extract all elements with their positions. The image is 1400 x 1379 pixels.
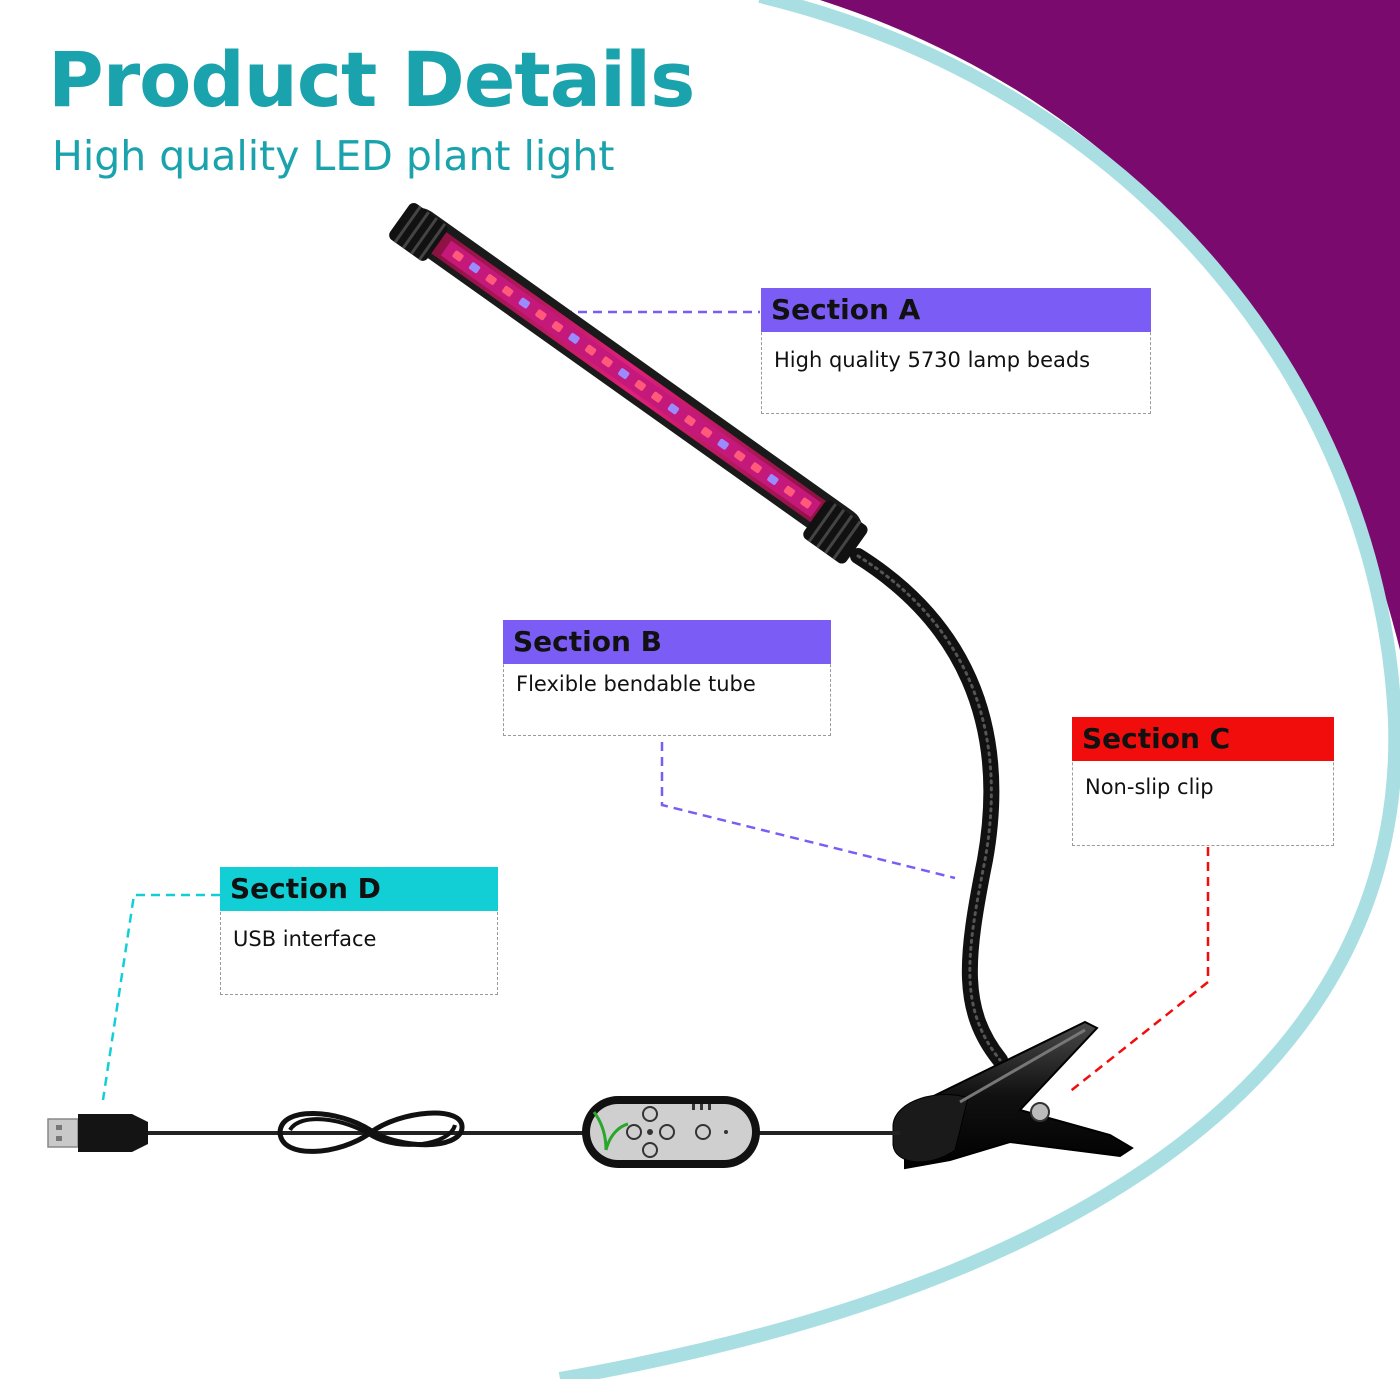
callout-section-b-title: Section B [503, 620, 831, 664]
led-bar-icon [389, 203, 868, 564]
led-bead [750, 462, 762, 474]
led-bead [634, 380, 646, 391]
led-bead [667, 403, 680, 415]
remote-controller-icon [582, 1096, 760, 1168]
callout-section-c: Section C Non-slip clip [1072, 717, 1334, 846]
led-bead [734, 450, 746, 462]
led-bead [684, 415, 696, 427]
led-bead [700, 427, 713, 438]
led-bead [551, 321, 564, 332]
led-bead [535, 309, 547, 321]
led-bead [502, 285, 514, 297]
led-bead [452, 250, 464, 262]
led-bead [651, 391, 663, 403]
led-bead [518, 297, 530, 309]
led-bead [468, 262, 481, 274]
led-bead [618, 368, 630, 379]
callout-section-a-title: Section A [761, 288, 1151, 332]
led-bead [717, 438, 729, 450]
gooseneck-tube-icon [850, 548, 1008, 1068]
callout-section-d-title: Section D [220, 867, 498, 911]
led-bead [485, 274, 497, 285]
teal-arc [558, 0, 1400, 1379]
clip-icon [892, 1020, 1134, 1170]
page-subtitle: High quality LED plant light [52, 132, 615, 180]
callout-section-a: Section A High quality 5730 lamp beads [761, 288, 1151, 414]
led-bead [601, 356, 613, 368]
callout-section-c-title: Section C [1072, 717, 1334, 761]
purple-band [820, 0, 1400, 650]
led-bead [800, 497, 812, 509]
leader-line-c [1067, 847, 1210, 1094]
callout-section-b-description: Flexible bendable tube [516, 672, 756, 696]
callout-section-c-description: Non-slip clip [1085, 775, 1214, 799]
led-bead [568, 332, 580, 344]
usb-cable [148, 1110, 900, 1154]
callout-section-b: Section B Flexible bendable tube [503, 620, 831, 736]
callout-section-d: Section D USB interface [220, 867, 498, 995]
led-bead [767, 474, 779, 485]
callout-section-d-description: USB interface [233, 927, 377, 951]
led-bead [783, 485, 796, 497]
page-title: Product Details [48, 35, 695, 124]
leader-line-b [660, 742, 956, 880]
usb-plug-icon [47, 1114, 148, 1152]
callout-section-a-description: High quality 5730 lamp beads [774, 348, 1091, 372]
leader-line-d [101, 893, 220, 1101]
led-bead [584, 344, 597, 356]
